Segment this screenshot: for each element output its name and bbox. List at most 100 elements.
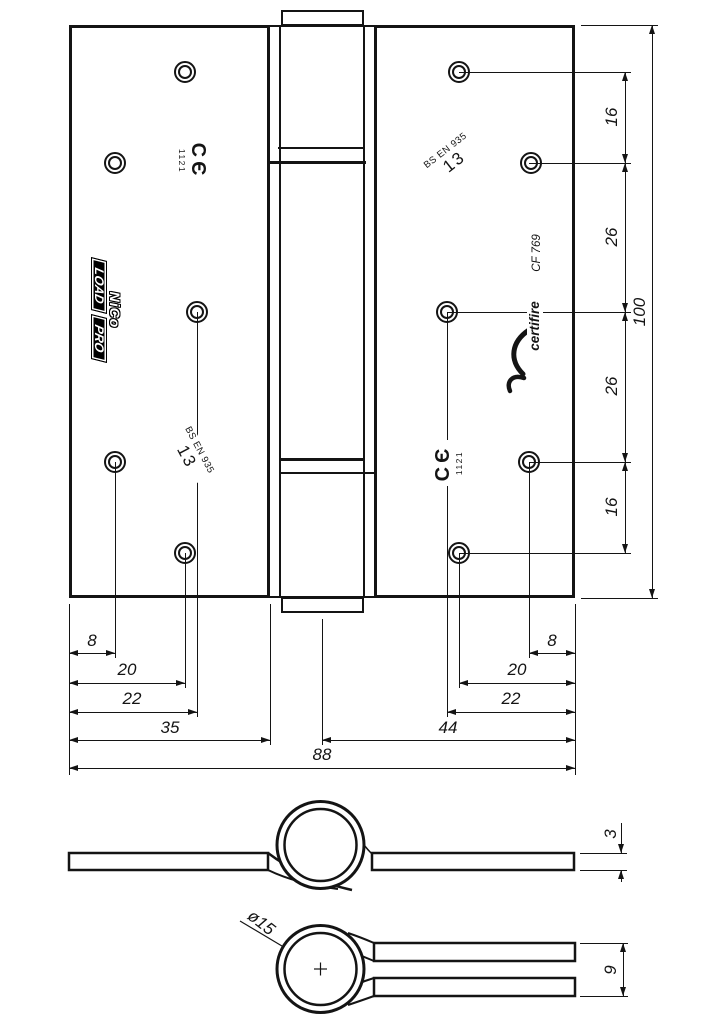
- extension-line: [197, 312, 198, 717]
- screw-hole: [436, 301, 458, 323]
- side-view-folded: [239, 920, 577, 1014]
- arrowhead: [447, 708, 456, 715]
- side-view-closed: [67, 800, 576, 892]
- dimension-line: [623, 943, 624, 996]
- dim-label-8-right: 8: [547, 631, 557, 650]
- screw-hole: [448, 61, 470, 83]
- extension-line: [580, 943, 628, 944]
- extension-line: [581, 598, 658, 599]
- knuckle-joint-line: [279, 458, 365, 461]
- arrowhead: [619, 943, 626, 952]
- dim-label-26-lower: 26: [602, 376, 621, 396]
- arrowhead: [69, 679, 78, 686]
- dim-label-8-left: 8: [87, 631, 97, 650]
- edge-line: [270, 595, 279, 598]
- arrowhead: [621, 462, 628, 471]
- edge-line: [365, 24, 374, 27]
- extension-line: [580, 870, 627, 871]
- arrowhead: [619, 987, 626, 996]
- extension-line: [270, 604, 271, 745]
- pin-cap-bottom: [281, 597, 364, 613]
- extension-line: [529, 462, 631, 463]
- screw-hole: [520, 152, 542, 174]
- extension-line: [69, 604, 70, 775]
- extension-line: [459, 72, 631, 73]
- knuckle-barrel: [279, 25, 365, 598]
- arrowhead: [621, 303, 628, 312]
- extension-line: [529, 163, 631, 164]
- dimension-line: [69, 740, 270, 741]
- screw-hole: [174, 61, 196, 83]
- arrowhead: [621, 544, 628, 553]
- arrowhead: [106, 649, 115, 656]
- arrowhead: [621, 453, 628, 462]
- knuckle-joint-line: [279, 472, 374, 474]
- extension-line: [447, 312, 448, 717]
- pin-cap-top: [281, 10, 364, 26]
- brand-logo: NiCo LOAD PRO: [91, 233, 123, 387]
- dim-label-26-upper: 26: [602, 227, 621, 247]
- arrowhead: [621, 163, 628, 172]
- ce-number: 1121: [454, 450, 464, 476]
- load-badge: LOAD: [91, 256, 107, 315]
- knuckle-joint-line: [270, 161, 366, 164]
- arrowhead: [176, 679, 185, 686]
- certifire-name: certifire: [527, 297, 543, 355]
- arrowhead: [566, 708, 575, 715]
- dimension-line: [529, 653, 575, 654]
- arrowhead: [322, 736, 331, 743]
- dimension-line: [69, 712, 197, 713]
- dim-label-22-right: 22: [501, 689, 521, 708]
- dim-label-44: 44: [438, 718, 458, 737]
- arrowhead: [621, 154, 628, 163]
- screw-hole: [104, 152, 126, 174]
- arrowhead: [69, 764, 78, 771]
- ce-glyph: CЄ: [432, 444, 454, 482]
- arrowhead: [648, 25, 655, 34]
- dimension-line: [69, 683, 185, 684]
- ce-mark-right: CЄ 1121: [432, 440, 471, 486]
- arrowhead: [566, 736, 575, 743]
- screw-hole: [186, 301, 208, 323]
- arrowhead: [188, 708, 197, 715]
- ce-glyph: CЄ: [187, 142, 209, 180]
- dim-label-16-top: 16: [602, 107, 621, 127]
- brand-name: NiCo: [107, 291, 123, 329]
- screw-hole: [174, 542, 196, 564]
- dim-label-22-left: 22: [122, 689, 142, 708]
- extension-line: [529, 462, 530, 658]
- dim-label-20-right: 20: [507, 660, 527, 679]
- dimension-line: [652, 25, 653, 598]
- arrowhead: [621, 312, 628, 321]
- ce-mark-left: CЄ 1121: [170, 138, 209, 184]
- dim-label-100: 100: [630, 297, 649, 327]
- extension-line: [459, 553, 460, 688]
- edge-line: [270, 24, 279, 27]
- arrowhead: [566, 679, 575, 686]
- dim-label-20-left: 20: [117, 660, 137, 679]
- dim-label-16-bottom: 16: [602, 497, 621, 517]
- dim-label-9: 9: [601, 965, 620, 975]
- dim-label-3: 3: [601, 829, 620, 839]
- extension-line: [185, 553, 186, 688]
- pro-badge: PRO: [91, 314, 107, 364]
- arrowhead: [617, 844, 624, 853]
- loadpro-badge: LOAD PRO: [91, 256, 107, 364]
- arrowhead: [459, 679, 468, 686]
- arrowhead: [617, 870, 624, 879]
- extension-line: [580, 996, 628, 997]
- extension-line: [115, 462, 116, 658]
- screw-hole: [104, 451, 126, 473]
- extension-line: [575, 604, 576, 775]
- extension-line: [580, 853, 627, 854]
- dimension-line: [69, 653, 115, 654]
- screw-hole: [518, 451, 540, 473]
- dim-label-88: 88: [312, 745, 332, 764]
- right-leaf: [374, 25, 575, 598]
- dimension-line: [621, 823, 622, 853]
- left-leaf: [69, 25, 270, 598]
- arrowhead: [648, 589, 655, 598]
- extension-line: [459, 553, 631, 554]
- arrowhead: [566, 764, 575, 771]
